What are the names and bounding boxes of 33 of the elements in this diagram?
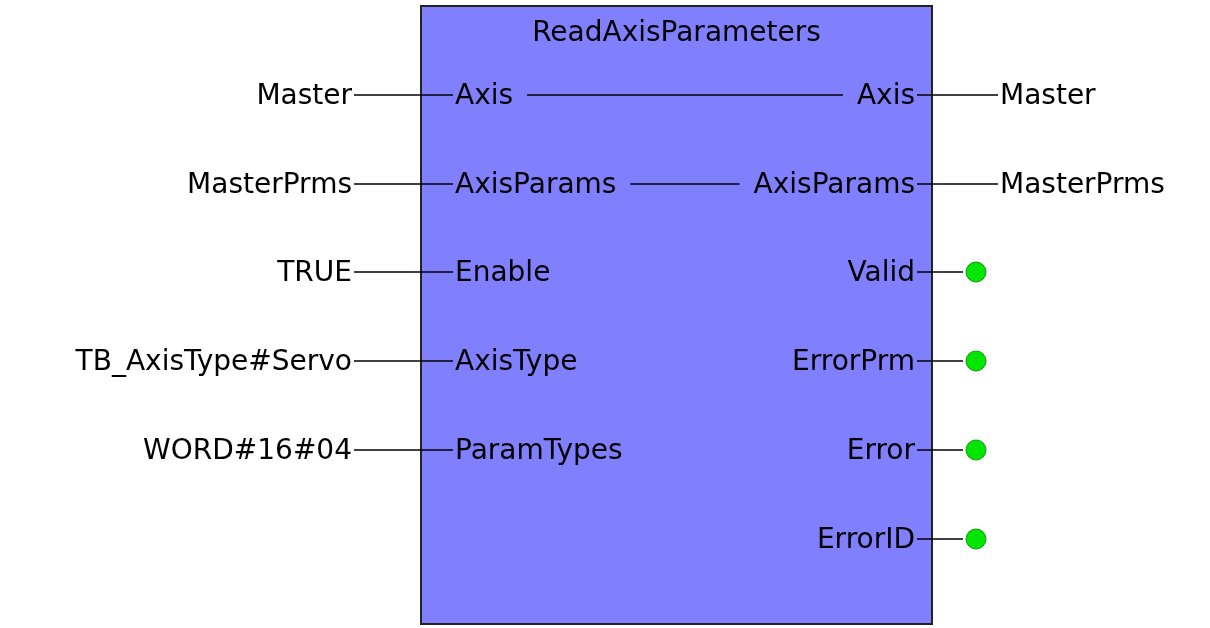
function-block bbox=[420, 5, 933, 625]
block-title: ReadAxisParameters bbox=[531, 15, 822, 49]
variable-label: Master bbox=[1000, 78, 1096, 112]
wire bbox=[916, 538, 964, 540]
pin-label: AxisParams bbox=[753, 167, 915, 201]
pin-label: ErrorPrm bbox=[792, 344, 915, 378]
variable-label: MasterPrms bbox=[1000, 167, 1165, 201]
wire bbox=[353, 271, 454, 273]
wire bbox=[526, 94, 844, 96]
wire bbox=[916, 183, 999, 185]
wire bbox=[629, 183, 741, 185]
wire bbox=[916, 360, 964, 362]
pin-label: AxisType bbox=[455, 344, 578, 378]
pin-label: ErrorID bbox=[816, 522, 915, 556]
wire bbox=[916, 94, 999, 96]
variable-label: TB_AxisType#Servo bbox=[75, 344, 352, 378]
wire bbox=[916, 449, 964, 451]
wire bbox=[353, 183, 454, 185]
variable-label: TRUE bbox=[277, 255, 352, 289]
pin-label: Error bbox=[846, 433, 915, 467]
wire bbox=[353, 449, 454, 451]
wire bbox=[916, 271, 964, 273]
wire bbox=[353, 360, 454, 362]
variable-label: WORD#16#04 bbox=[143, 433, 352, 467]
pin-label: ParamTypes bbox=[455, 433, 623, 467]
variable-label: MasterPrms bbox=[187, 167, 352, 201]
pin-label: Enable bbox=[455, 255, 551, 289]
variable-label: Master bbox=[256, 78, 352, 112]
pin-label: Valid bbox=[847, 255, 915, 289]
pin-label: AxisParams bbox=[455, 167, 617, 201]
wire bbox=[353, 94, 454, 96]
pin-label: Axis bbox=[455, 78, 514, 112]
pin-label: Axis bbox=[856, 78, 915, 112]
